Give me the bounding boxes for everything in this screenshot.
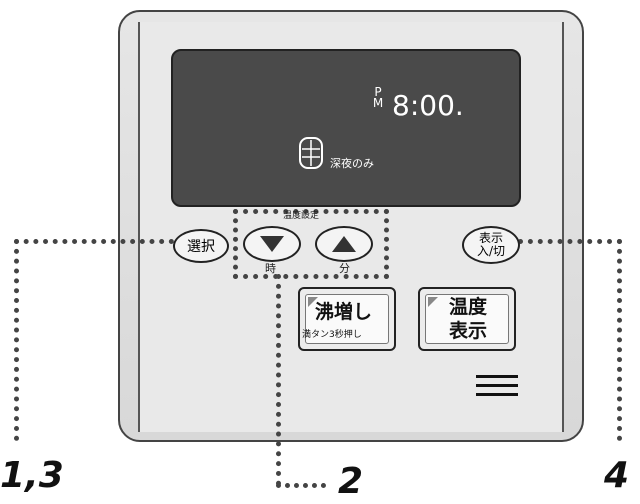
callout-box-right <box>384 209 389 279</box>
callout-line-left-h <box>14 239 174 244</box>
callout-box-top <box>233 209 389 214</box>
boil-sub-label: 満タン3秒押し <box>302 330 362 340</box>
menu-lines-icon <box>476 375 518 397</box>
callout-number-left: 1,3 <box>0 455 64 496</box>
display-toggle-line2: 入/切 <box>476 244 506 258</box>
temp-display-line1: 温度 <box>449 296 488 318</box>
callout-line-mid-h <box>276 483 326 488</box>
temp-display-button[interactable] <box>418 287 516 351</box>
triangle-up-icon <box>332 236 356 252</box>
callout-line-right-h <box>518 239 622 244</box>
ampm-bottom: M <box>372 96 384 110</box>
down-button[interactable] <box>243 226 301 262</box>
minute-label: 分 <box>339 262 350 275</box>
corner-mark-icon <box>428 297 438 307</box>
callout-box-bottom <box>233 274 389 279</box>
display-toggle-button[interactable]: 表示 入/切 <box>462 226 520 264</box>
select-button[interactable]: 選択 <box>173 229 229 263</box>
callout-line-left-v <box>14 239 19 441</box>
hour-label: 時 <box>265 262 276 275</box>
mode-text: 深夜のみ <box>330 157 374 170</box>
corner-mark-icon <box>308 297 318 307</box>
temp-display-button-face <box>425 294 509 344</box>
tank-icon <box>299 137 323 169</box>
temp-display-line2: 表示 <box>449 320 488 342</box>
boil-button[interactable] <box>298 287 396 351</box>
ampm-top: P <box>374 85 382 99</box>
boil-button-face <box>305 294 389 344</box>
callout-number-right: 4 <box>604 455 630 496</box>
display-toggle-line1: 表示 <box>478 231 503 245</box>
boil-label: 沸増し <box>315 301 373 323</box>
ampm-indicator: P M <box>372 85 384 110</box>
callout-number-middle: 2 <box>338 461 364 502</box>
temp-setting-label: 温度設定 <box>283 211 320 221</box>
callout-line-right-v <box>617 239 622 441</box>
up-button[interactable] <box>315 226 373 262</box>
triangle-down-icon <box>260 236 284 252</box>
clock-time: 8:00. <box>392 89 464 122</box>
callout-box-left <box>233 209 238 279</box>
lcd-display <box>171 49 521 207</box>
callout-line-mid-v <box>276 274 281 486</box>
